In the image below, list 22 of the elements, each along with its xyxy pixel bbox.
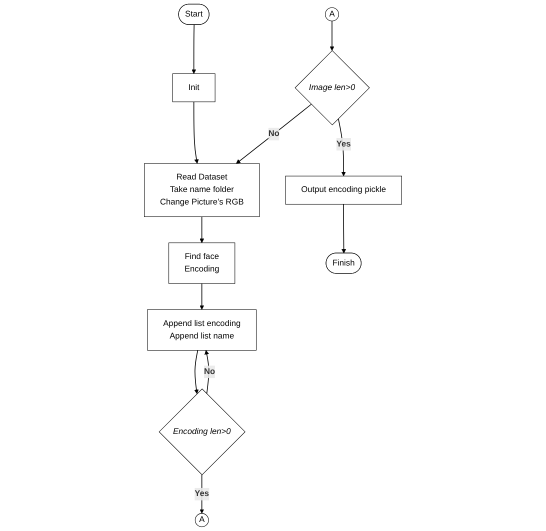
arrow <box>200 216 204 244</box>
arrow <box>193 101 199 164</box>
arrow <box>236 104 312 164</box>
node-box: Output encoding pickle <box>285 176 402 204</box>
node-circle: A <box>194 513 209 528</box>
node-diamond: Image len>0 <box>294 50 370 126</box>
node-diamond: Encoding len>0 <box>158 388 246 476</box>
edge-label: Yes <box>194 489 210 498</box>
node-box: Read Dataset Take name folder Change Picture’s RGB <box>144 163 260 217</box>
arrow <box>338 118 346 176</box>
node-box: Find face Encoding <box>168 242 236 284</box>
edge-label: No <box>268 129 280 138</box>
node-box: Init <box>172 73 216 102</box>
arrow <box>194 350 199 394</box>
arrow <box>330 20 334 51</box>
arrow <box>192 24 196 74</box>
arrow <box>200 283 204 310</box>
node-circle: A <box>325 7 339 22</box>
node-box: Append list encoding Append list name <box>147 309 256 351</box>
edge-label: Yes <box>336 140 351 148</box>
edge-label: No <box>204 367 216 376</box>
arrow <box>342 204 346 254</box>
